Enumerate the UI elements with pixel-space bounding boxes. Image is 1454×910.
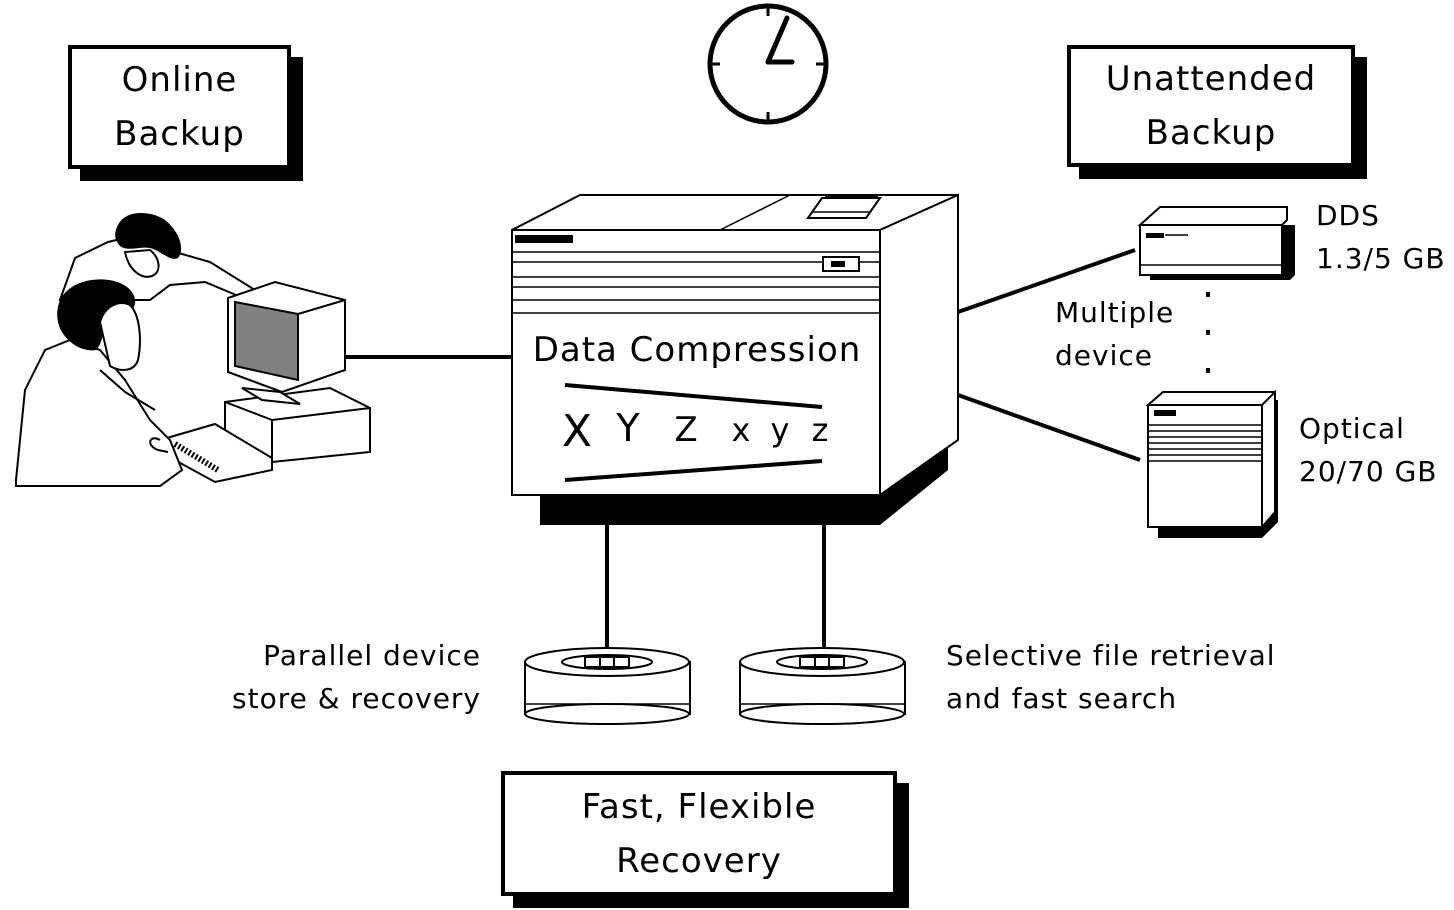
unattended-backup-line-2: Backup (1145, 113, 1277, 153)
parallel-device-line-1: Parallel device (263, 639, 481, 672)
multiple-device-line-1: Multiple (1055, 296, 1175, 329)
data-compression-title: Data Compression (533, 330, 862, 370)
dds-label: DDS 1.3/5 GB (1316, 194, 1446, 280)
multiple-device-dots (1206, 292, 1210, 373)
selective-retrieval-label: Selective file retrieval and fast search (946, 634, 1276, 720)
dds-drive-icon (1137, 206, 1295, 280)
clock-icon (707, 3, 829, 125)
compression-char-upper-x: X (562, 406, 592, 457)
fast-recovery-line-1: Fast, Flexible (581, 786, 817, 827)
compression-char-upper-z: Z (674, 410, 697, 450)
unattended-backup-line-1: Unattended (1105, 59, 1317, 99)
compression-char-lower-y: y (771, 411, 790, 449)
fast-recovery-line-2: Recovery (616, 840, 782, 881)
line-server-dds (957, 248, 1136, 314)
compression-char-upper-y: Y (615, 406, 640, 450)
server-icon: Data Compression X Y Z x y z (511, 193, 959, 525)
line-server-optical (957, 393, 1141, 462)
fast-recovery-box: Fast, Flexible Recovery (501, 771, 897, 896)
optical-drive-icon (1145, 389, 1278, 538)
tape-reel-icon (524, 647, 691, 725)
online-backup-box: Online Backup (68, 45, 291, 169)
tape-reel-icon (739, 647, 906, 725)
dds-label-name: DDS (1316, 199, 1380, 232)
selective-retrieval-line-1: Selective file retrieval (946, 639, 1276, 672)
compression-char-lower-z: z (812, 411, 829, 449)
online-backup-line-1: Online (121, 60, 238, 100)
parallel-device-label: Parallel device store & recovery (232, 634, 481, 720)
multiple-device-label: Multiple device (1055, 291, 1174, 377)
selective-retrieval-line-2: and fast search (946, 682, 1178, 715)
dds-label-capacity: 1.3/5 GB (1316, 242, 1446, 275)
optical-label-capacity: 20/70 GB (1299, 455, 1438, 488)
optical-label-name: Optical (1299, 412, 1405, 445)
connector-lines (345, 248, 1141, 648)
unattended-backup-box: Unattended Backup (1067, 45, 1355, 167)
optical-label: Optical 20/70 GB (1299, 407, 1438, 493)
compression-char-lower-x: x (732, 411, 751, 449)
online-backup-line-2: Backup (114, 114, 245, 154)
workstation-users-icon (15, 213, 371, 487)
multiple-device-line-2: device (1055, 339, 1153, 372)
parallel-device-line-2: store & recovery (232, 682, 481, 715)
